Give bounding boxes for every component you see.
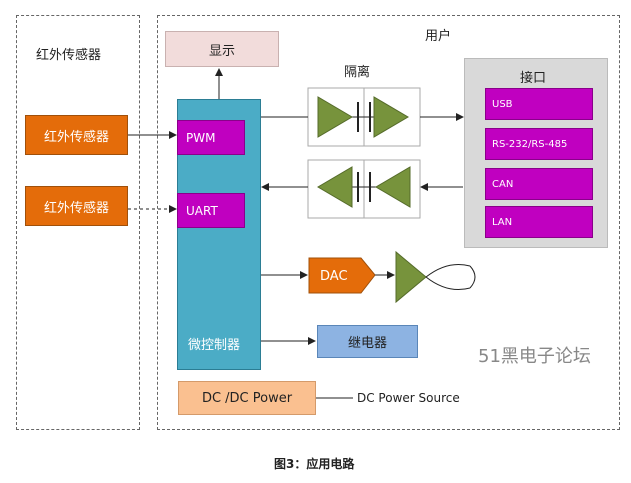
uart-port: UART bbox=[177, 193, 245, 228]
isolation-top-triangle-1 bbox=[317, 96, 353, 138]
user-zone-title: 用户 bbox=[425, 29, 452, 44]
sensor-2: 红外传感器 bbox=[25, 186, 128, 226]
interface-port-usb: USB bbox=[485, 88, 593, 120]
isolation-bottom-triangle-1 bbox=[317, 166, 353, 208]
figure-caption: 图3：应用电路 bbox=[274, 457, 355, 471]
isolation-label: 隔离 bbox=[344, 65, 371, 80]
interface-title: 接口 bbox=[520, 71, 547, 86]
sensor-zone bbox=[16, 15, 140, 430]
dcdc-power-box: DC /DC Power bbox=[178, 381, 316, 415]
interface-port-can: CAN bbox=[485, 168, 593, 200]
amplifier-triangle bbox=[395, 250, 427, 304]
dac-shape bbox=[308, 257, 376, 294]
microcontroller-label: 微控制器 bbox=[188, 338, 241, 353]
user-zone bbox=[157, 15, 620, 430]
pwm-port: PWM bbox=[177, 120, 245, 155]
display-box: 显示 bbox=[165, 31, 279, 67]
isolation-bottom-triangle-2 bbox=[375, 166, 411, 208]
relay-box: 继电器 bbox=[317, 325, 418, 358]
watermark: 51黑电子论坛 bbox=[478, 346, 591, 367]
isolation-top-triangle-2 bbox=[373, 96, 409, 138]
dac-label: DAC bbox=[320, 269, 348, 284]
sensor-1: 红外传感器 bbox=[25, 115, 128, 155]
interface-port-lan: LAN bbox=[485, 206, 593, 238]
interface-port-rs232-rs485: RS-232/RS-485 bbox=[485, 128, 593, 160]
sensor-zone-title: 红外传感器 bbox=[36, 48, 102, 63]
power-source-label: DC Power Source bbox=[357, 391, 460, 405]
speaker-horn-icon bbox=[425, 263, 471, 291]
